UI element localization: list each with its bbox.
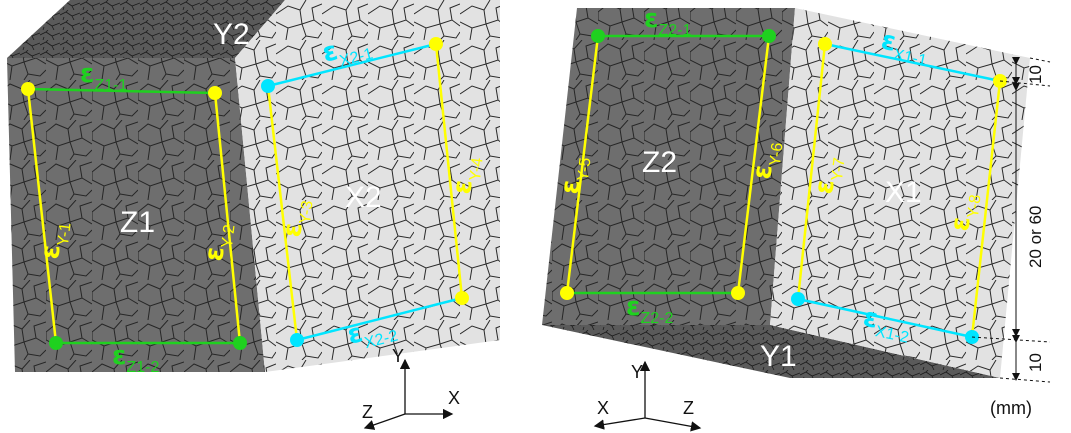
gauge-line-y-3: [266, 85, 299, 341]
face-label-x1: X1: [885, 176, 922, 209]
gauge-point: [49, 336, 63, 350]
gauge-label-y-1: εY-1: [35, 219, 74, 261]
gauge-point: [455, 291, 469, 305]
gauge-point: [429, 37, 443, 51]
gauge-label-y-7: εY-7: [809, 154, 848, 196]
left-block: Y2 Z1 X2 εZ1-1 εZ1-2 εY-1 εY-2: [7, 0, 500, 376]
gauge-point: [290, 333, 304, 347]
gauge-point: [208, 86, 222, 100]
gauge-label-y-5: εY-5: [555, 154, 594, 196]
gauge-point: [762, 29, 776, 43]
axis-label-z-left: Z: [362, 402, 373, 422]
right-block: Z2 X1 Y1 εZ2-1 εZ2-2 εY-5 εY-6 εY-: [542, 4, 1030, 378]
axis-label-y-left: Y: [392, 346, 404, 366]
gauge-label-z2-2: εZ2-2: [626, 292, 673, 327]
gauge-line-y-6: [736, 35, 771, 294]
gauge-point: [791, 292, 805, 306]
face-label-y1: Y1: [760, 340, 797, 373]
gauge-line-y-5: [565, 35, 600, 294]
gauge-label-y-4: εY-4: [447, 154, 486, 196]
axes-right: [593, 360, 702, 432]
dimension-top: 10: [1026, 65, 1045, 84]
face-label-z1: Z1: [120, 206, 155, 239]
gauge-label-z2-1: εZ2-1: [644, 4, 691, 39]
dimension-middle: 20 or 60: [1026, 206, 1045, 268]
gauge-label-x1-1: εX1-1: [878, 26, 933, 70]
gauge-line-y-8: [970, 80, 1002, 338]
gauge-point: [560, 286, 574, 300]
face-label-z2: Z2: [642, 146, 677, 179]
gauge-label-x1-2: εX1-2: [860, 303, 915, 347]
gauge-label-z1-2: εZ1-2: [112, 341, 159, 376]
axis-label-x-left: X: [448, 388, 460, 408]
gauge-line-y-7: [796, 43, 827, 300]
axis-label-y-right: Y: [631, 362, 643, 382]
gauge-line-y-1: [26, 88, 58, 344]
gauge-line-x2-1: [267, 42, 437, 88]
axis-label-x-right: X: [597, 398, 609, 418]
axes-left: [363, 358, 454, 430]
gauge-label-y-3: εY-3: [277, 197, 316, 239]
gauge-point: [261, 79, 275, 93]
unit-label: (mm): [990, 398, 1032, 418]
gauge-label-z1-1: εZ1-1: [80, 59, 127, 94]
gauge-label-y-6: εY-6: [747, 139, 786, 181]
gauge-point: [591, 29, 605, 43]
axis-label-z-right: Z: [683, 398, 694, 418]
gauge-label-y-2: εY-2: [199, 221, 238, 263]
gauge-point: [21, 82, 35, 96]
gauge-line-x1-1: [824, 42, 1001, 83]
gauge-line-x2-2: [296, 296, 463, 342]
gauge-point: [233, 336, 247, 350]
face-label-y2: Y2: [213, 18, 250, 51]
gauge-point: [731, 286, 745, 300]
gauge-line-y-2: [213, 92, 242, 344]
gauge-line-x1-2: [797, 297, 973, 339]
dimension-annotations: [971, 57, 1051, 383]
face-label-x2: X2: [345, 181, 382, 214]
gauge-point: [818, 37, 832, 51]
gauge-line-y-4: [434, 43, 464, 299]
dimension-bottom: 10: [1026, 353, 1045, 372]
gauge-label-y-8: εY-8: [945, 191, 984, 233]
gauge-line-z1-1: [27, 87, 216, 95]
